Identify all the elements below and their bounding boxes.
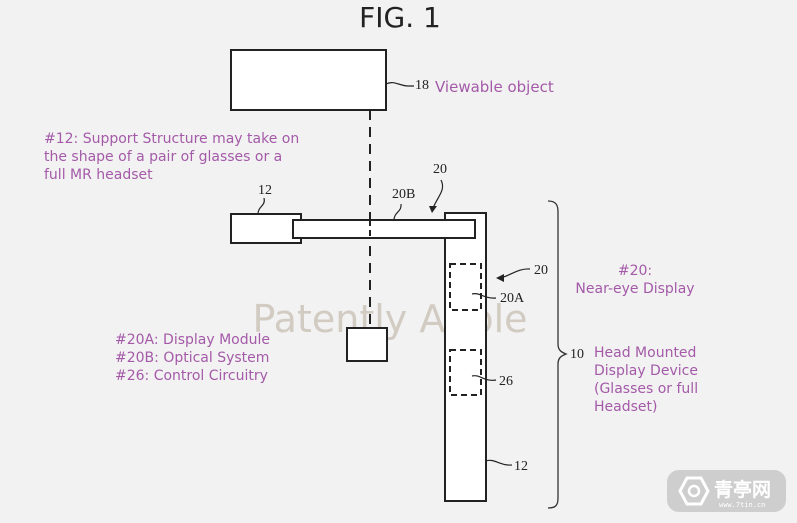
annotation-line: Display Device (594, 363, 698, 379)
ref-20B: 20B (392, 187, 415, 202)
legend-item: #26: Control Circuitry (115, 368, 268, 384)
annotation-line: Headset) (594, 399, 658, 415)
ref-12-top: 12 (258, 183, 272, 198)
leader-12-top (257, 197, 265, 215)
ref-20A: 20A (500, 291, 525, 306)
arrowhead-20-top (429, 206, 437, 213)
brace-hmd (547, 200, 568, 509)
figure-title: FIG. 1 (359, 1, 441, 34)
annotation-line: #12: Support Structure may take on (44, 131, 300, 147)
optical-system-bar (292, 219, 476, 239)
annotation-line: Head Mounted (594, 345, 697, 361)
display-module-20A (449, 263, 482, 311)
support-structure-left (230, 213, 302, 244)
leader-12-bottom (485, 459, 513, 466)
ref-12-bottom: 12 (514, 459, 528, 474)
leader-20B (393, 203, 402, 221)
logo-hex-icon (678, 476, 710, 506)
leader-18 (385, 82, 414, 87)
ref-20-top: 20 (433, 162, 447, 177)
ref-26: 26 (499, 374, 513, 389)
arrowhead-20-side (496, 274, 504, 282)
control-circuitry-26 (449, 349, 482, 396)
arrow-20-top (432, 179, 444, 209)
leader-26 (471, 375, 497, 381)
support-structure-right (444, 212, 487, 502)
annotation-viewable-object: Viewable object (435, 78, 554, 96)
logo-url: www.7tin.cn (719, 501, 765, 509)
ref-10: 10 (570, 347, 584, 362)
viewable-object-box (230, 49, 387, 111)
eye-box (346, 327, 388, 362)
legend-item: #20B: Optical System (115, 350, 270, 366)
leader-20A (471, 293, 497, 299)
annotation-line: (Glasses or full (594, 381, 699, 397)
annotation-line: full MR headset (44, 167, 153, 183)
annotation-line: #20: (617, 263, 653, 279)
annotation-support-structure: #12: Support Structure may take on the s… (44, 130, 299, 184)
annotation-hmd: Head Mounted Display Device (Glasses or … (594, 344, 698, 416)
ref-18: 18 (415, 78, 429, 93)
logo-name: 青亭网 (714, 478, 771, 501)
arrow-20-side (499, 268, 531, 279)
annotation-line: Near-eye Display (575, 281, 695, 297)
annotation-legend: #20A: Display Module #20B: Optical Syste… (115, 331, 270, 385)
legend-item: #20A: Display Module (115, 332, 271, 348)
annotation-line: the shape of a pair of glasses or a (44, 149, 283, 165)
annotation-near-eye-display: #20: Near-eye Display (570, 262, 700, 298)
ref-20-side: 20 (534, 263, 548, 278)
logo-qingting: 青亭网 www.7tin.cn (667, 470, 786, 512)
